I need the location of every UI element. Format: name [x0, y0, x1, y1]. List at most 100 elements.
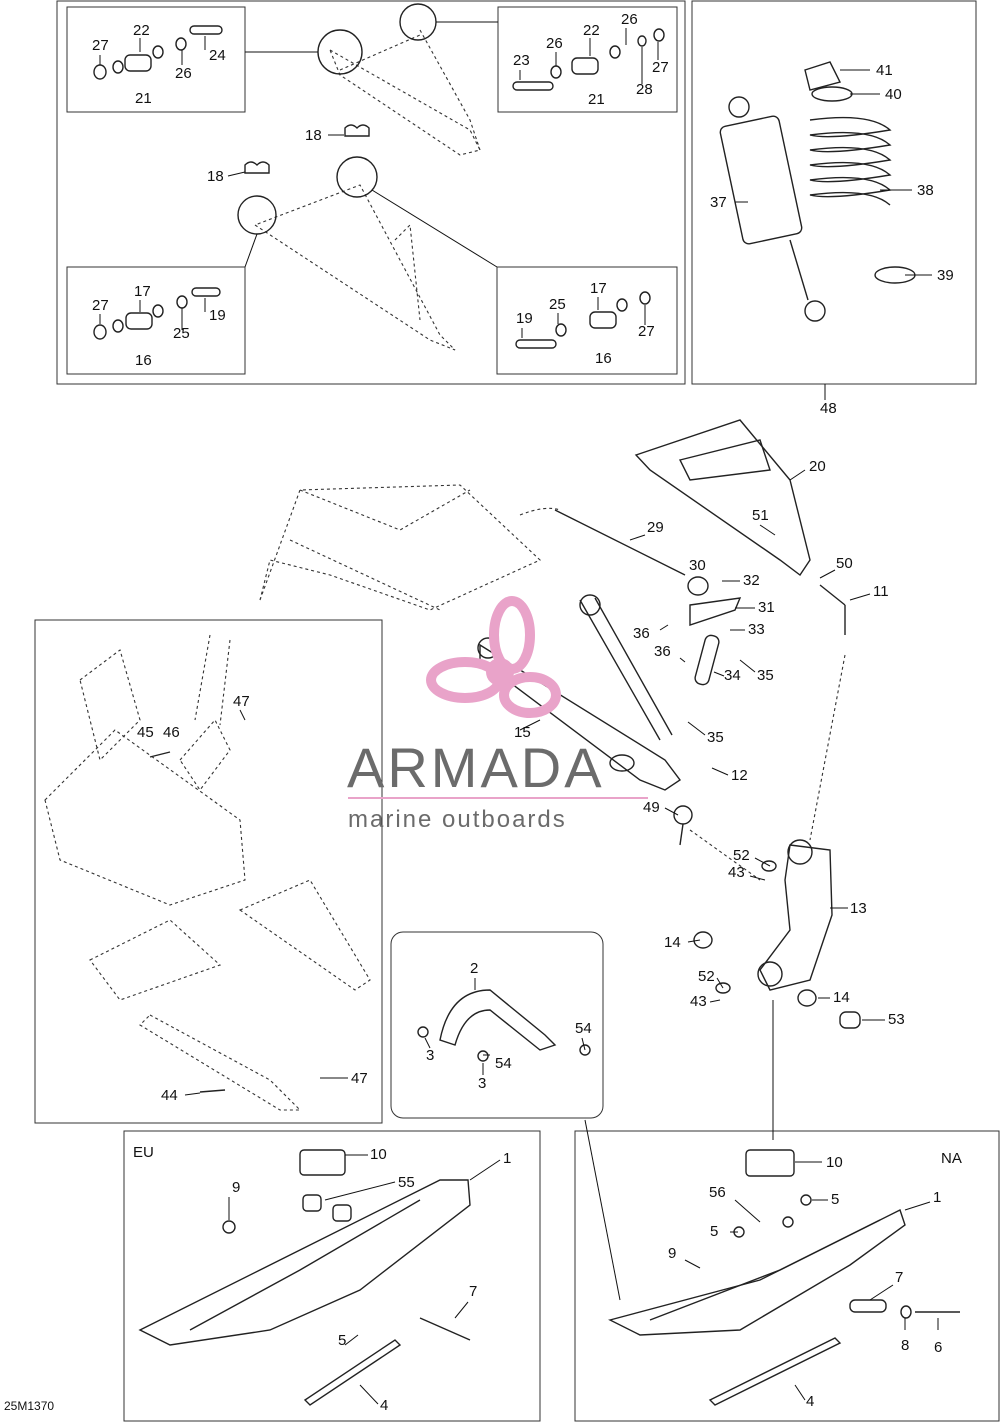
callout-leader-c14a: [687, 939, 701, 943]
callout-c8: 8: [901, 1337, 909, 1354]
callout-c41: 41: [876, 62, 893, 79]
callout-c33: 33: [748, 621, 765, 638]
callout-leader-c3a: [424, 1037, 431, 1049]
callout-c4_eu: 4: [380, 1397, 388, 1414]
callout-leader-c52b: [716, 977, 724, 989]
callout-c52a: 52: [733, 847, 750, 864]
linkage-parts-art: [554, 509, 861, 1140]
region-label-na: NA: [941, 1150, 962, 1167]
region-label-eu: EU: [133, 1144, 154, 1161]
callout-c47a: 47: [233, 693, 250, 710]
callout-c19b: 19: [516, 310, 533, 327]
callout-c25b: 25: [549, 296, 566, 313]
callout-c5_na_a: 5: [831, 1191, 839, 1208]
callout-leader-c12: [711, 767, 729, 776]
callout-c55: 55: [398, 1174, 415, 1191]
propeller-hub: [486, 658, 514, 686]
callout-c22b: 22: [583, 22, 600, 39]
callout-c7_eu: 7: [469, 1283, 477, 1300]
callout-leader-c51: [759, 524, 776, 536]
callout-c32: 32: [743, 572, 760, 589]
callout-leader-c54a: [581, 1037, 586, 1051]
callout-c5_na_b: 5: [710, 1223, 718, 1240]
callout-c22a: 22: [133, 22, 150, 39]
callout-c30: 30: [689, 557, 706, 574]
shock-kit-frame: [691, 0, 977, 385]
callout-c46: 46: [163, 724, 180, 741]
callout-c54b: 54: [495, 1055, 512, 1072]
spindle-art: [689, 654, 846, 991]
callout-leader-c29: [629, 534, 646, 541]
callout-leader-c11: [849, 593, 871, 601]
callout-c23: 23: [513, 52, 530, 69]
shock-absorber-art: [719, 61, 916, 400]
upper-a-arm-detail: [317, 3, 481, 156]
handle-art: [417, 989, 591, 1062]
callout-leader-c34: [713, 671, 725, 677]
callout-leader-c20: [789, 469, 806, 481]
callout-c9_na: 9: [668, 1245, 676, 1262]
callout-leader-c55: [324, 1181, 396, 1201]
callout-leader-c47a: [239, 709, 246, 721]
na-ski-art: [584, 1119, 960, 1406]
frame-mount-frame: [34, 619, 383, 1124]
callout-leader-c7_na: [869, 1284, 894, 1301]
propeller-blade-right: [499, 672, 561, 718]
callout-c14b: 14: [833, 989, 850, 1006]
callout-c39: 39: [937, 267, 954, 284]
chassis-dashed-art: [259, 484, 561, 611]
callout-leader-c1_na: [904, 1201, 931, 1211]
lower-left-bushing-inset: [66, 266, 246, 375]
callout-c9_eu: 9: [232, 1179, 240, 1196]
watermark-tagline: marine outboards: [348, 806, 567, 833]
callout-c53: 53: [888, 1011, 905, 1028]
callout-c35b: 35: [707, 729, 724, 746]
callout-c28: 28: [636, 81, 653, 98]
callout-c31: 31: [758, 599, 775, 616]
callout-leader-c7_eu: [454, 1301, 469, 1319]
callout-c10_na: 10: [826, 1154, 843, 1171]
eu-ski-frame: [123, 1130, 541, 1422]
callout-leader-c35a: [739, 659, 756, 673]
callout-leader-c43b: [709, 999, 721, 1003]
callout-c27a: 27: [92, 37, 109, 54]
upper-right-bushing-inset: [497, 6, 678, 113]
callout-c25a: 25: [173, 325, 190, 342]
a-arm-connector-lines: [244, 21, 498, 268]
callout-c5_eu: 5: [338, 1332, 346, 1349]
callout-c27c: 27: [92, 297, 109, 314]
watermark: ARMADA marine outboards: [347, 596, 648, 833]
callout-leader-c52a: [754, 857, 771, 867]
callout-c10_eu: 10: [370, 1146, 387, 1163]
callout-c3a: 3: [426, 1047, 434, 1064]
callout-c21a: 21: [135, 90, 152, 107]
callout-c26a: 26: [175, 65, 192, 82]
callout-c43b: 43: [690, 993, 707, 1010]
callout-c54a: 54: [575, 1020, 592, 1037]
callout-leader-c4_eu: [359, 1384, 379, 1405]
callout-c18b: 18: [207, 168, 224, 185]
callout-leader-c43a: [749, 875, 766, 881]
callout-c50: 50: [836, 555, 853, 572]
callout-leader-c9_na: [684, 1259, 701, 1269]
upper-left-bushing-inset: [66, 6, 246, 113]
callout-c43a: 43: [728, 864, 745, 881]
callout-c37: 37: [710, 194, 727, 211]
callout-leader-c5_eu: [344, 1334, 359, 1346]
callout-c34: 34: [724, 667, 741, 684]
callout-leader-c1_eu: [469, 1159, 501, 1181]
callout-c38: 38: [917, 182, 934, 199]
callout-c21b: 21: [588, 91, 605, 108]
callout-leader-c18b: [227, 171, 246, 177]
callout-c13: 13: [850, 900, 867, 917]
callout-c26b: 26: [546, 35, 563, 52]
callout-c47b: 47: [351, 1070, 368, 1087]
callout-c29: 29: [647, 519, 664, 536]
handle-kit-frame: [390, 931, 604, 1119]
callout-leader-c56: [734, 1199, 761, 1223]
propeller-logo-icon: [426, 596, 561, 718]
lower-a-arm-detail: [237, 156, 456, 351]
callout-c27b: 27: [652, 59, 669, 76]
callout-c16a: 16: [135, 352, 152, 369]
